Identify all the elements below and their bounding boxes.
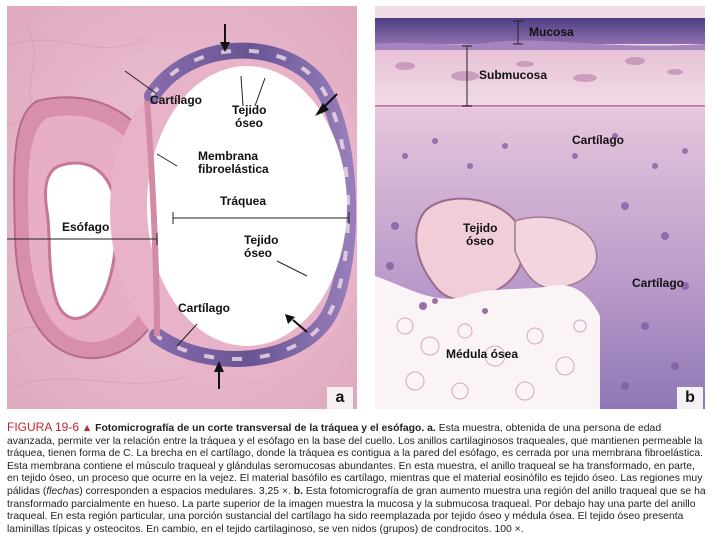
label-submucosa: Submucosa [479, 68, 548, 82]
caption-line-9: laminillas típicas y osteocitos. En camb… [7, 523, 524, 535]
label-esofago: Esófago [62, 220, 110, 234]
caption-part-b: b. [293, 485, 304, 497]
label-cartilago-bottom: Cartílago [178, 301, 231, 315]
caption-line-5: en tejido óseo, un proceso que ocurre en… [7, 473, 703, 485]
caption-line-3: tráquea, tienen forma de C. La brecha en… [7, 448, 704, 460]
caption-title: Fotomicrografía de un corte transversal … [95, 423, 436, 434]
bone-cartilage-micrograph [375, 6, 705, 409]
label-cartilago-top-b: Cartílago [572, 133, 625, 147]
figure-caption: FIGURA 19-6 ▲ Fotomicrografía de un cort… [7, 421, 707, 536]
label-tejido-oseo-right-1: Tejido [244, 233, 279, 247]
label-mucosa: Mucosa [529, 25, 574, 39]
caption-line-6: pálidas (flechas) corresponden a espacio… [7, 486, 707, 499]
panel-letter-a: a [327, 387, 353, 409]
caption-line-1: FIGURA 19-6 ▲ Fotomicrografía de un cort… [7, 421, 707, 436]
label-membrana-1: Membrana [198, 149, 259, 163]
caption-line-4: Esta membrana contiene el músculo traque… [7, 460, 695, 472]
triangle-icon: ▲ [81, 423, 93, 434]
caption-line-6-b: ) corresponden a espacios medulares. 3,2… [79, 485, 294, 497]
caption-line-7: transformado parcialmente en hueso. La p… [7, 498, 696, 510]
caption-line-2: avanzada, permite ver la relación entre … [7, 435, 703, 447]
label-cartilago-top: Cartílago [150, 93, 203, 107]
label-cartilago-right-b: Cartílago [632, 276, 685, 290]
label-tejido-oseo-b-1: Tejido [463, 221, 498, 235]
label-tejido-oseo-b-2: óseo [466, 234, 495, 248]
figure-label: FIGURA 19-6 [7, 421, 80, 434]
caption-flechas: flechas [46, 485, 80, 497]
label-traquea: Tráquea [220, 194, 267, 208]
caption-line-8: traqueal. En esta región particular, una… [7, 511, 684, 523]
panel-letter-b: b [677, 387, 703, 409]
label-tejido-oseo-top-2: óseo [235, 116, 264, 130]
caption-line-6-a: pálidas ( [7, 485, 47, 497]
label-tejido-oseo-right-2: óseo [244, 246, 273, 260]
micrograph-panel-b: Mucosa Submucosa Cartílago Tejido óseo C… [375, 6, 705, 409]
caption-line-6-c: Esta fotomicrografía de gran aumento mue… [303, 485, 706, 497]
trachea-esophagus-micrograph [7, 6, 357, 409]
caption-line-1-rest: Esta muestra, obtenida de una persona de… [435, 423, 662, 434]
label-medula-osea: Médula ósea [446, 347, 519, 361]
label-membrana-2: fibroelástica [198, 162, 269, 176]
label-tejido-oseo-top-1: Tejido [232, 103, 267, 117]
micrograph-panel-a: Cartílago Tejido óseo Membrana fibroelás… [7, 6, 357, 409]
